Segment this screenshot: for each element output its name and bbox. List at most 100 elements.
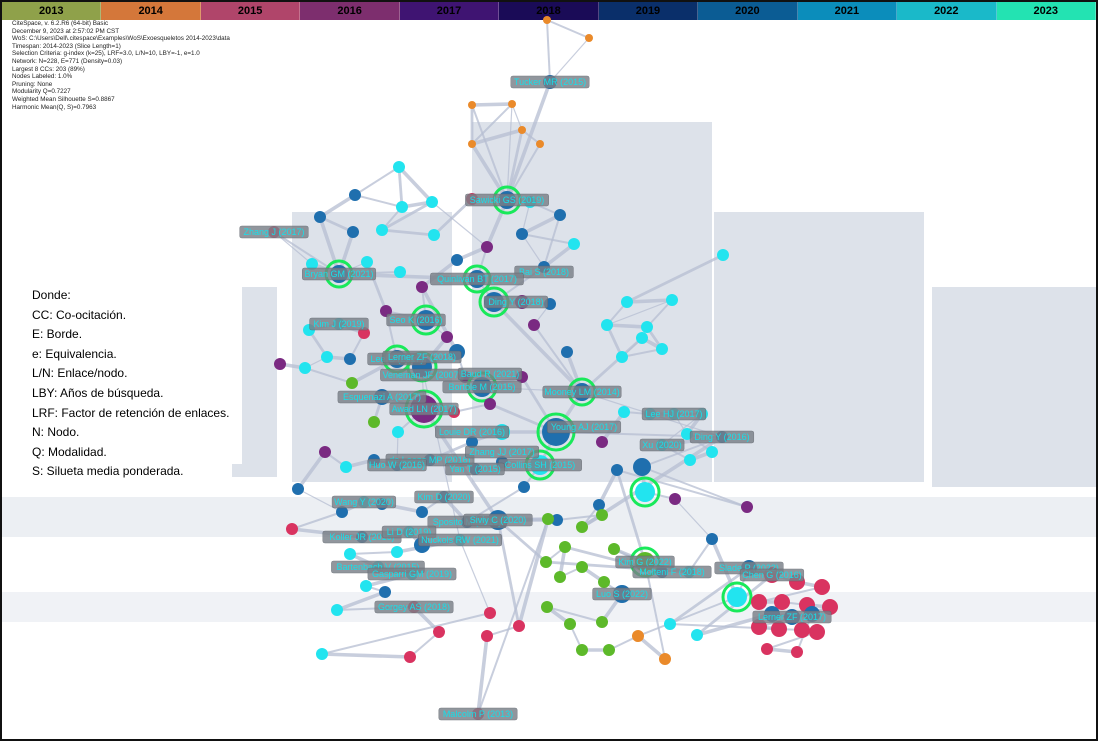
network-node[interactable] bbox=[428, 229, 440, 241]
network-node[interactable] bbox=[379, 586, 391, 598]
network-node[interactable] bbox=[751, 594, 767, 610]
network-node[interactable] bbox=[518, 126, 526, 134]
network-node[interactable] bbox=[659, 653, 671, 665]
network-node[interactable] bbox=[441, 331, 453, 343]
network-node[interactable] bbox=[664, 618, 676, 630]
network-node[interactable] bbox=[451, 254, 463, 266]
network-node[interactable] bbox=[666, 294, 678, 306]
network-node[interactable] bbox=[611, 464, 623, 476]
network-node[interactable] bbox=[554, 571, 566, 583]
network-node[interactable] bbox=[481, 241, 493, 253]
network-node[interactable] bbox=[794, 622, 810, 638]
network-node[interactable] bbox=[684, 454, 696, 466]
network-node[interactable] bbox=[791, 646, 803, 658]
network-node[interactable] bbox=[340, 461, 352, 473]
network-node[interactable] bbox=[542, 513, 554, 525]
network-node[interactable] bbox=[433, 626, 445, 638]
network-node[interactable] bbox=[468, 101, 476, 109]
network-node[interactable] bbox=[484, 607, 496, 619]
network-node[interactable] bbox=[706, 446, 718, 458]
network-node[interactable] bbox=[286, 523, 298, 535]
network-node[interactable] bbox=[331, 604, 343, 616]
network-node[interactable] bbox=[508, 100, 516, 108]
network-node[interactable] bbox=[576, 644, 588, 656]
network-node[interactable] bbox=[513, 620, 525, 632]
network-node[interactable] bbox=[528, 319, 540, 331]
network-node[interactable] bbox=[466, 436, 478, 448]
network-node[interactable] bbox=[568, 238, 580, 250]
network-node[interactable] bbox=[376, 224, 388, 236]
network-node[interactable] bbox=[484, 398, 496, 410]
network-node[interactable] bbox=[396, 201, 408, 213]
network-node[interactable] bbox=[632, 630, 644, 642]
network-node[interactable] bbox=[809, 624, 825, 640]
network-node[interactable] bbox=[633, 458, 651, 476]
network-node[interactable] bbox=[516, 228, 528, 240]
network-node[interactable] bbox=[596, 509, 608, 521]
network-node[interactable] bbox=[814, 579, 830, 595]
network-node[interactable] bbox=[641, 321, 653, 333]
network-node[interactable] bbox=[564, 618, 576, 630]
network-node[interactable] bbox=[717, 249, 729, 261]
network-node[interactable] bbox=[416, 506, 428, 518]
network-node[interactable] bbox=[669, 493, 681, 505]
network-node[interactable] bbox=[393, 161, 405, 173]
network-node[interactable] bbox=[344, 548, 356, 560]
network-node[interactable] bbox=[608, 543, 620, 555]
network-node[interactable] bbox=[543, 16, 551, 24]
network-node[interactable] bbox=[576, 521, 588, 533]
network-node[interactable] bbox=[540, 556, 552, 568]
network-node[interactable] bbox=[596, 616, 608, 628]
network-node[interactable] bbox=[636, 332, 648, 344]
network-node[interactable] bbox=[347, 226, 359, 238]
network-node[interactable] bbox=[727, 587, 747, 607]
network-node[interactable] bbox=[561, 346, 573, 358]
network-node[interactable] bbox=[426, 196, 438, 208]
network-node[interactable] bbox=[541, 601, 553, 613]
network-node[interactable] bbox=[321, 351, 333, 363]
network-node[interactable] bbox=[616, 351, 628, 363]
network-node[interactable] bbox=[306, 258, 318, 270]
network-node[interactable] bbox=[368, 416, 380, 428]
network-node[interactable] bbox=[551, 514, 563, 526]
network-node[interactable] bbox=[774, 594, 790, 610]
network-node[interactable] bbox=[392, 426, 404, 438]
network-node[interactable] bbox=[416, 281, 428, 293]
network-node[interactable] bbox=[274, 358, 286, 370]
network-node[interactable] bbox=[314, 211, 326, 223]
network-node[interactable] bbox=[468, 140, 476, 148]
network-node[interactable] bbox=[518, 481, 530, 493]
network-node[interactable] bbox=[394, 266, 406, 278]
network-node[interactable] bbox=[618, 406, 630, 418]
network-node[interactable] bbox=[691, 629, 703, 641]
network-node[interactable] bbox=[346, 377, 358, 389]
network-node[interactable] bbox=[621, 296, 633, 308]
network-node[interactable] bbox=[603, 644, 615, 656]
network-node[interactable] bbox=[593, 499, 605, 511]
network-node[interactable] bbox=[596, 436, 608, 448]
network-node[interactable] bbox=[404, 651, 416, 663]
network-node[interactable] bbox=[481, 630, 493, 642]
network-node[interactable] bbox=[336, 506, 348, 518]
network-node[interactable] bbox=[344, 353, 356, 365]
network-node[interactable] bbox=[559, 541, 571, 553]
network-node[interactable] bbox=[576, 561, 588, 573]
network-node[interactable] bbox=[656, 343, 668, 355]
network-node[interactable] bbox=[761, 643, 773, 655]
network-node[interactable] bbox=[391, 546, 403, 558]
network-node[interactable] bbox=[635, 482, 655, 502]
network-node[interactable] bbox=[292, 483, 304, 495]
network-node[interactable] bbox=[706, 533, 718, 545]
network-node[interactable] bbox=[771, 621, 787, 637]
network-node[interactable] bbox=[741, 501, 753, 513]
network-node[interactable] bbox=[299, 362, 311, 374]
network-node[interactable] bbox=[360, 580, 372, 592]
network-node[interactable] bbox=[554, 209, 566, 221]
network-node[interactable] bbox=[536, 140, 544, 148]
network-node[interactable] bbox=[349, 189, 361, 201]
network-node[interactable] bbox=[316, 648, 328, 660]
network-node[interactable] bbox=[585, 34, 593, 42]
network-node[interactable] bbox=[601, 319, 613, 331]
network-node[interactable] bbox=[598, 576, 610, 588]
network-node[interactable] bbox=[361, 256, 373, 268]
